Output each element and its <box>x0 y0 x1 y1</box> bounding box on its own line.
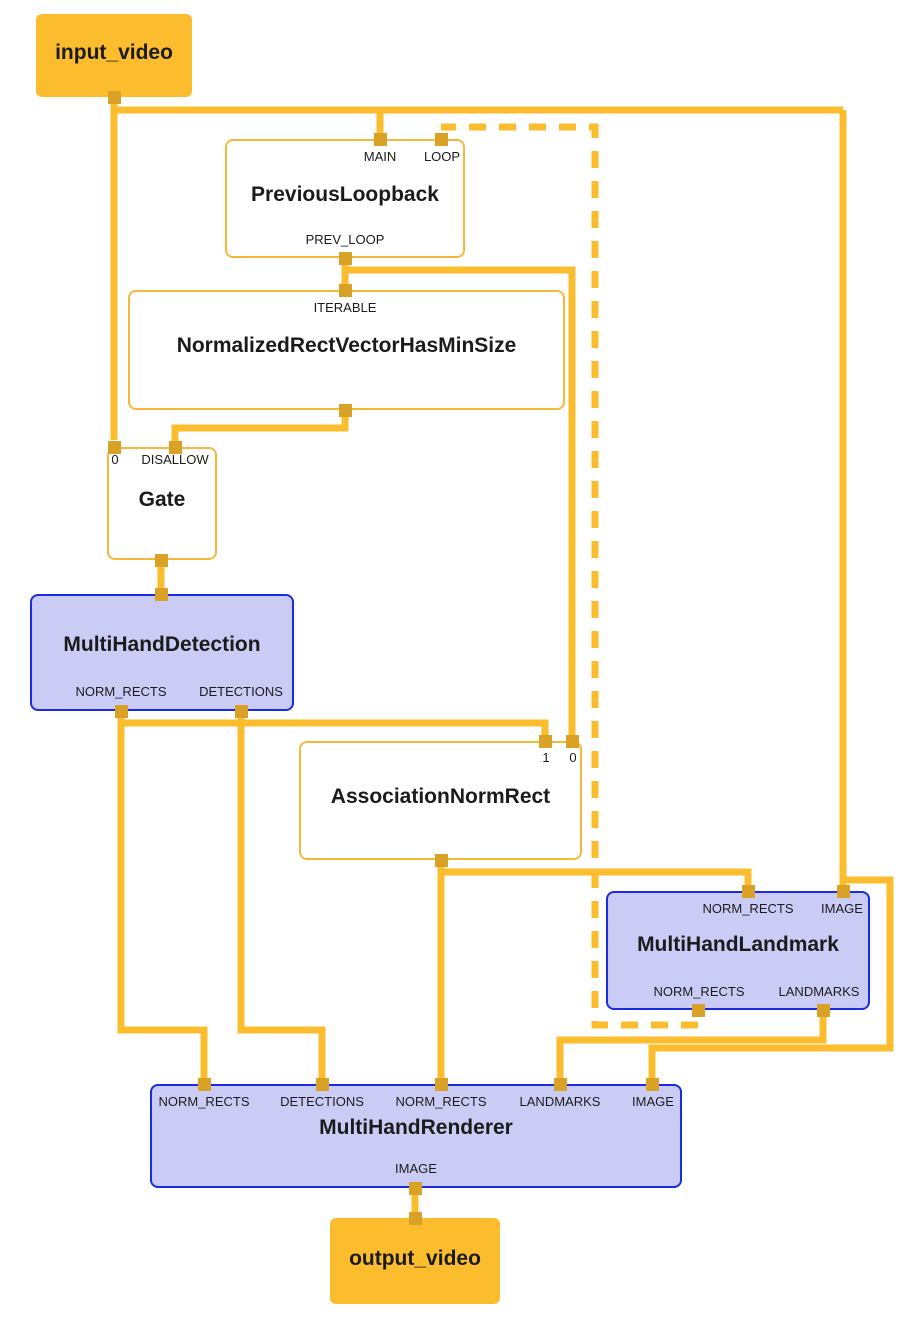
port-label-min-size-iterable: ITERABLE <box>313 300 377 315</box>
port-multi-hand-detection-detections[interactable] <box>235 705 248 718</box>
port-multi-hand-detection-in[interactable] <box>155 588 168 601</box>
node-multi-hand-landmark-label: MultiHandLandmark <box>637 933 839 956</box>
port-label-gate-0: 0 <box>111 452 119 467</box>
port-label-multi-hand-renderer-landmarks: LANDMARKS <box>519 1094 601 1109</box>
node-multi-hand-landmark[interactable]: MultiHandLandmark <box>606 891 870 1010</box>
edge-detection-normrects-to-renderer <box>117 711 208 1078</box>
port-output-video-in[interactable] <box>409 1212 422 1225</box>
port-label-association-norm-rect-0: 0 <box>569 750 577 765</box>
port-label-association-norm-rect-1: 1 <box>542 750 550 765</box>
edge-minsize-to-gate-disallow <box>171 410 349 447</box>
port-label-multi-hand-detection-norm-rects: NORM_RECTS <box>75 684 167 699</box>
port-multi-hand-renderer-norm-rects-2[interactable] <box>435 1078 448 1091</box>
node-multi-hand-detection[interactable]: MultiHandDetection <box>30 594 294 711</box>
port-label-multi-hand-renderer-detections: DETECTIONS <box>280 1094 364 1109</box>
port-multi-hand-landmark-landmarks-out[interactable] <box>817 1004 830 1017</box>
port-gate-disallow[interactable] <box>169 441 182 454</box>
edge-detection-detections-to-renderer <box>237 711 326 1078</box>
edge-landmark-landmarks-to-renderer <box>556 1000 827 1078</box>
port-multi-hand-detection-norm-rects[interactable] <box>115 705 128 718</box>
node-previous-loopback-label: PreviousLoopback <box>251 183 439 206</box>
port-label-previous-loopback-loop: LOOP <box>423 149 461 164</box>
port-gate-0[interactable] <box>108 441 121 454</box>
node-input-video-label: input_video <box>55 41 173 64</box>
port-label-multi-hand-detection-detections: DETECTIONS <box>199 684 283 699</box>
node-input-video[interactable]: input_video <box>36 14 192 97</box>
node-normalized-rect-vector-has-min-size[interactable]: NormalizedRectVectorHasMinSize <box>128 290 565 410</box>
node-gate-label: Gate <box>138 488 186 511</box>
node-multi-hand-renderer-label: MultiHandRenderer <box>319 1116 513 1139</box>
port-multi-hand-renderer-image-out[interactable] <box>409 1182 422 1195</box>
port-label-multi-hand-landmark-norm-rects-in: NORM_RECTS <box>702 901 794 916</box>
port-label-previous-loopback-main: MAIN <box>363 149 397 164</box>
edge-input-video-to-renderer-image <box>648 876 894 1078</box>
port-multi-hand-renderer-image-in[interactable] <box>646 1078 659 1091</box>
node-normalized-rect-vector-has-min-size-label: NormalizedRectVectorHasMinSize <box>176 334 517 357</box>
port-association-norm-rect-out[interactable] <box>435 854 448 867</box>
port-multi-hand-renderer-landmarks[interactable] <box>554 1078 567 1091</box>
port-label-multi-hand-renderer-image-in: IMAGE <box>632 1094 674 1109</box>
port-association-norm-rect-0[interactable] <box>566 735 579 748</box>
port-multi-hand-landmark-norm-rects-out[interactable] <box>692 1004 705 1017</box>
port-association-norm-rect-1[interactable] <box>539 735 552 748</box>
port-previous-loopback-loop[interactable] <box>435 133 448 146</box>
port-label-multi-hand-renderer-image-out: IMAGE <box>395 1161 437 1176</box>
port-multi-hand-landmark-image-in[interactable] <box>837 885 850 898</box>
port-label-previous-loopback-prev-loop: PREV_LOOP <box>305 232 385 247</box>
port-previous-loopback-prev-loop[interactable] <box>339 252 352 265</box>
node-association-norm-rect[interactable]: AssociationNormRect <box>299 741 582 860</box>
port-label-multi-hand-renderer-norm-rects-2: NORM_RECTS <box>395 1094 487 1109</box>
node-multi-hand-detection-label: MultiHandDetection <box>63 633 261 656</box>
port-label-multi-hand-landmark-landmarks-out: LANDMARKS <box>778 984 860 999</box>
port-multi-hand-renderer-detections[interactable] <box>316 1078 329 1091</box>
port-label-multi-hand-landmark-image-in: IMAGE <box>821 901 863 916</box>
node-gate[interactable]: Gate <box>107 447 217 560</box>
node-association-norm-rect-label: AssociationNormRect <box>330 785 551 808</box>
port-multi-hand-landmark-norm-rects-in[interactable] <box>742 885 755 898</box>
edge-landmark-loopback-dashed <box>441 123 698 1029</box>
node-output-video-label: output_video <box>349 1247 481 1270</box>
edge-prevloop-to-assoc-0 <box>345 266 576 735</box>
port-previous-loopback-main[interactable] <box>374 133 387 146</box>
port-label-multi-hand-landmark-norm-rects-out: NORM_RECTS <box>653 984 745 999</box>
edge-assoc-to-landmark-normrects <box>441 868 752 891</box>
port-label-gate-disallow: DISALLOW <box>141 452 209 467</box>
port-min-size-iterable[interactable] <box>339 284 352 297</box>
port-label-multi-hand-renderer-norm-rects-1: NORM_RECTS <box>158 1094 250 1109</box>
node-output-video[interactable]: output_video <box>330 1218 500 1304</box>
edge-detection-normrects-to-assoc-1 <box>121 719 549 735</box>
port-gate-out[interactable] <box>155 554 168 567</box>
port-input-video-out[interactable] <box>108 91 121 104</box>
port-min-size-out[interactable] <box>339 404 352 417</box>
port-multi-hand-renderer-norm-rects-1[interactable] <box>198 1078 211 1091</box>
